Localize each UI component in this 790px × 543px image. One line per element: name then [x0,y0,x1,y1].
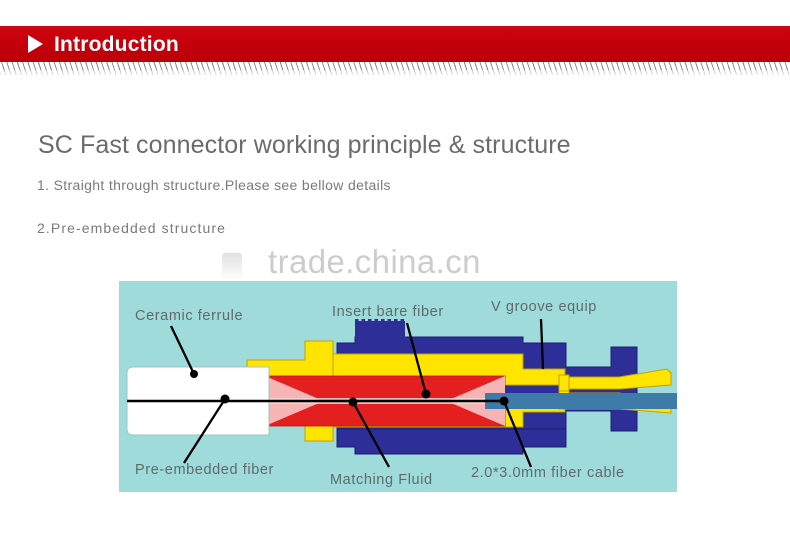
pre-embedded-fiber-dot [220,394,230,404]
yellow-boot-collar-upper [558,374,570,392]
matching-fluid-dot [348,397,358,407]
insert-bare-fiber-leader [405,322,428,395]
ceramic-ferrule-dot [190,370,198,378]
navy-lower-body [336,428,567,455]
pre-embedded-fiber-leader [183,398,226,464]
page-title: SC Fast connector working principle & st… [38,131,571,159]
label-v-groove-equip: V groove equip [491,299,597,315]
play-triangle-icon [28,35,43,53]
label-fiber-cable: 2.0*3.0mm fiber cable [471,465,625,481]
banner-title: Introduction [54,32,179,56]
connector-assembly [126,319,677,455]
label-pre-embedded-fiber: Pre-embedded fiber [135,462,274,478]
fiber-cable-dot [499,396,509,406]
description-line-1: 1. Straight through structure.Please see… [37,177,391,193]
connector-diagram: Ceramic ferrule Insert bare fiber V groo… [119,281,677,492]
label-ceramic-ferrule: Ceramic ferrule [135,308,243,324]
matching-fluid-leader [351,401,391,468]
yellow-rear-boot-upper [566,368,672,390]
insert-bare-fiber-dot [421,389,431,399]
fiber-cable-leader [502,400,533,468]
watermark-text: trade.china.cn [268,243,481,280]
label-insert-bare-fiber: Insert bare fiber [332,304,444,320]
introduction-banner: Introduction [0,26,790,62]
navy-serrated-tab [355,319,405,339]
description-line-2: 2.Pre-embedded structure [37,220,227,236]
leader-dots [190,370,509,407]
hatched-divider-fade [0,70,790,79]
watermark-artifact [222,253,242,279]
ceramic-ferrule-leader [169,325,196,375]
v-groove-leader [539,318,545,370]
fiber-cable [485,393,677,409]
leader-lines [169,318,545,468]
label-matching-fluid: Matching Fluid [330,472,433,488]
